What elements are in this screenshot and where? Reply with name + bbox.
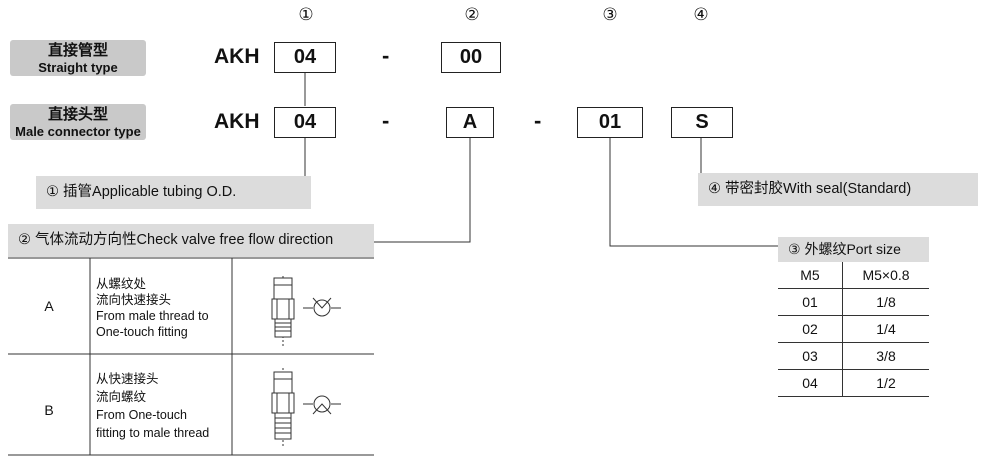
flow-row-b-cn1: 从快速接头 — [96, 372, 159, 386]
seal-legend: ④ 带密封胶With seal(Standard) — [698, 173, 978, 206]
straight-type-cn: 直接管型 — [47, 42, 108, 59]
flow-row-b-en2: fitting to male thread — [96, 426, 210, 440]
straight-type-en: Straight type — [38, 60, 118, 75]
fitting-symbol-b — [271, 368, 341, 448]
flow-row-a-en2: One-touch fitting — [96, 325, 188, 339]
tubing-legend: ① 插管Applicable tubing O.D. — [36, 176, 311, 209]
flow-row-a-desc: 从螺纹处 流向快速接头 From male thread to One-touc… — [96, 276, 209, 340]
port-size: 3/8 — [842, 342, 929, 370]
port-code: 01 — [778, 288, 843, 316]
port-code: 02 — [778, 315, 843, 343]
straight-prefix: AKH — [214, 45, 260, 68]
male-dash-1: - — [382, 108, 390, 133]
flow-row-b-cn2: 流向螺纹 — [96, 390, 147, 404]
flow-direction-legend: ② 气体流动方向性Check valve free flow direction — [8, 224, 374, 257]
male-dash-2: - — [534, 108, 542, 133]
male-code-flow: A — [446, 107, 494, 138]
male-code-tubing: 04 — [274, 107, 336, 138]
male-code-port: 01 — [577, 107, 643, 138]
port-code: M5 — [778, 262, 843, 289]
port-size: 1/8 — [842, 288, 929, 316]
male-type-en: Male connector type — [15, 124, 141, 139]
fitting-symbol-a — [271, 276, 341, 346]
male-type-cn: 直接头型 — [47, 106, 108, 123]
straight-code-tubing: 04 — [274, 42, 336, 73]
flow-row-a-code: A — [44, 298, 54, 314]
flow-row-b-en1: From One-touch — [96, 408, 188, 422]
straight-dash: - — [382, 43, 390, 68]
port-code: 04 — [778, 369, 843, 397]
port-size-header: ③ 外螺纹Port size — [778, 237, 929, 262]
port-code: 03 — [778, 342, 843, 370]
flow-row-b-code: B — [44, 402, 54, 418]
flow-row-b-desc: 从快速接头 流向螺纹 From One-touch fitting to mal… — [96, 370, 209, 442]
index-4: ④ — [693, 5, 709, 24]
port-size: 1/4 — [842, 315, 929, 343]
straight-code-suffix: 00 — [441, 42, 501, 73]
straight-type-label: 直接管型 Straight type — [10, 40, 146, 76]
index-1: ① — [298, 5, 314, 24]
male-type-label: 直接头型 Male connector type — [10, 104, 146, 140]
flow-row-a-cn2: 流向快速接头 — [96, 293, 172, 307]
port-size: M5×0.8 — [842, 262, 929, 289]
male-prefix: AKH — [214, 110, 260, 133]
port-size: 1/2 — [842, 369, 929, 397]
index-2: ② — [464, 5, 480, 24]
flow-row-a-en1: From male thread to — [96, 309, 209, 323]
index-3: ③ — [602, 5, 618, 24]
flow-row-a-cn1: 从螺纹处 — [96, 277, 147, 291]
male-code-seal: S — [671, 107, 733, 138]
